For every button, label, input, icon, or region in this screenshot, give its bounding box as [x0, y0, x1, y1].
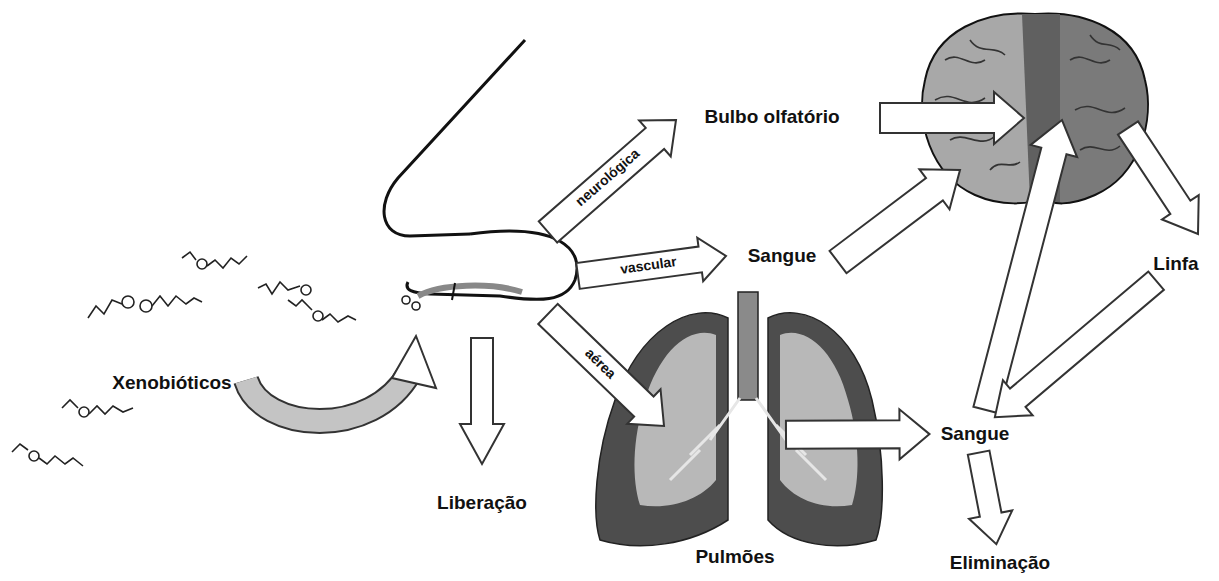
molecule	[89, 406, 133, 414]
flow-arrow	[995, 272, 1164, 418]
molecules	[12, 252, 420, 466]
nose-outline	[384, 40, 525, 236]
route-label: vascular	[619, 254, 677, 277]
molecule	[313, 311, 323, 321]
flow-node: Eliminação	[945, 550, 1056, 576]
molecule	[288, 300, 312, 310]
molecule	[79, 407, 89, 417]
node-text: Sangue	[748, 245, 817, 267]
route-label: aérea	[581, 346, 618, 382]
route-label: neurológica	[573, 146, 643, 210]
flow-arrow	[786, 409, 930, 459]
flow-arrow	[880, 92, 1024, 144]
node-text: Bulbo olfatório	[704, 106, 839, 128]
flow-arrow	[576, 238, 726, 289]
molecule	[412, 302, 420, 310]
flow-node: Sangue	[743, 243, 822, 269]
trachea	[738, 292, 758, 400]
molecule	[12, 444, 28, 452]
molecule	[140, 300, 152, 312]
flow-arrow	[1118, 121, 1199, 234]
molecule	[62, 400, 78, 408]
intake-arrowhead	[392, 336, 436, 388]
flow-node: Bulbo olfatório	[699, 104, 845, 130]
molecule	[88, 300, 122, 318]
flow-arrow	[538, 304, 664, 426]
molecule	[29, 451, 39, 461]
molecule	[122, 296, 134, 308]
flow-arrow	[539, 120, 676, 243]
molecule	[39, 456, 83, 466]
nostril	[452, 283, 455, 300]
molecule	[301, 285, 311, 295]
flow-arrow	[830, 169, 960, 273]
molecule	[152, 296, 202, 306]
left-lung	[596, 313, 728, 546]
flow-node: Liberação	[432, 490, 532, 516]
molecule	[197, 259, 207, 269]
flow-arrow	[968, 451, 1012, 544]
node-text: Sangue	[941, 423, 1010, 445]
flow-arrow	[460, 338, 504, 464]
flow-node: Linfa	[1148, 251, 1204, 277]
nostril	[418, 286, 522, 296]
molecule	[182, 252, 196, 260]
node-text: Liberação	[437, 492, 527, 514]
molecule	[322, 314, 356, 322]
flow-arrows	[460, 92, 1199, 464]
nose	[384, 40, 577, 300]
flow-node: Sangue	[936, 421, 1015, 447]
organ-node: Pulmões	[690, 300, 780, 570]
molecule	[402, 296, 410, 304]
molecule	[258, 282, 300, 294]
molecule	[207, 256, 247, 268]
substance-label: Xenobióticos	[112, 373, 231, 394]
intake-arrow	[246, 372, 410, 421]
nose-ala	[407, 231, 577, 299]
intake-arrow	[246, 372, 410, 421]
node-text: Pulmões	[695, 546, 774, 568]
node-text: Eliminação	[950, 552, 1050, 574]
node-text: Linfa	[1153, 253, 1198, 275]
